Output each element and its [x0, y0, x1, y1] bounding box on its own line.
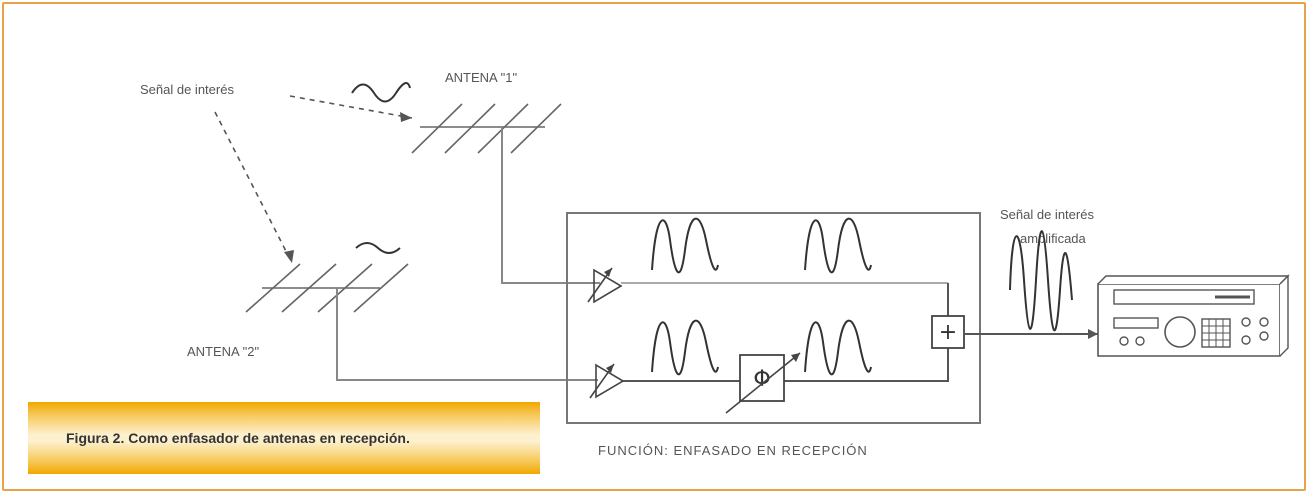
figure-caption-text: Figura 2. Como enfasador de antenas en r…	[66, 430, 410, 446]
antenna-1-icon	[411, 103, 562, 154]
phase-shifter-box	[739, 354, 785, 402]
amplifier-upper	[587, 267, 623, 304]
sum-symbol: +	[939, 320, 957, 345]
arrow-head-2	[284, 250, 294, 263]
phase-arrow-head	[791, 353, 800, 362]
wave-lower-2	[804, 319, 872, 376]
output-arrow-head	[1088, 329, 1098, 339]
lower-signal-path-b	[784, 348, 949, 382]
signal-arrow-to-antenna-1	[289, 95, 413, 119]
wave-lower-1	[651, 319, 719, 376]
antenna-1-label: ANTENA "1"	[445, 70, 517, 85]
signal-of-interest-label: Señal de interés	[140, 82, 234, 97]
feedline-antenna-2	[336, 288, 598, 381]
wave-upper-1	[651, 217, 719, 274]
amplified-signal-label-line2: amplificada	[1020, 231, 1087, 246]
amplifier-lower	[589, 363, 625, 399]
figure-caption-banner: Figura 2. Como enfasador de antenas en r…	[28, 402, 540, 474]
phaser-unit-box	[566, 212, 981, 424]
phase-symbol: Φ	[753, 367, 770, 392]
arrow-head-1	[400, 112, 412, 122]
antenna-2-icon	[245, 263, 409, 313]
incoming-wave-2	[355, 242, 401, 254]
signal-arrow-to-antenna-2	[214, 111, 293, 264]
receiver-icon	[1097, 274, 1290, 357]
antenna-2-label: ANTENA "2"	[187, 344, 259, 359]
phase-shifter-adjust-arrow	[725, 352, 801, 414]
wave-upper-2	[804, 217, 872, 274]
incoming-wave-1	[351, 82, 411, 103]
function-title: FUNCIÓN: ENFASADO EN RECEPCIÓN	[598, 443, 868, 458]
amplified-wave	[1009, 230, 1073, 331]
sum-junction-box	[931, 315, 965, 349]
feedline-antenna-1	[501, 127, 600, 284]
amplified-signal-label-line1: Señal de interés	[1000, 207, 1094, 222]
